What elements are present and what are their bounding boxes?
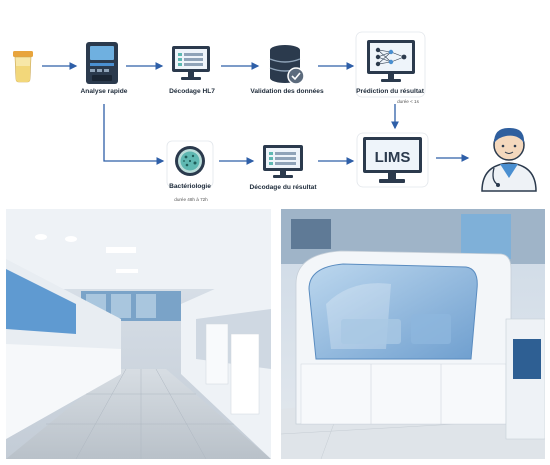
petri-dish-icon xyxy=(175,146,205,176)
workflow-diagram: LIMS xyxy=(13,31,544,192)
neural-network-monitor-icon xyxy=(367,40,415,82)
doctor-icon xyxy=(474,121,544,192)
note-prediction-duration: durée < 1s xyxy=(397,99,419,104)
flow-arrows xyxy=(42,62,470,165)
label-decodage-resultat: Décodage du résultat xyxy=(249,184,317,191)
lims-monitor-icon xyxy=(363,137,422,183)
result-decoding-monitor-icon xyxy=(263,145,303,178)
label-analyse-rapide: Analyse rapide xyxy=(80,88,128,95)
label-validation-donnees: Validation des données xyxy=(250,88,324,95)
prediction-node xyxy=(355,31,426,98)
lab-analyzer-photo xyxy=(281,209,545,459)
lims-screen-label: LIMS xyxy=(375,149,411,166)
lims-node: LIMS xyxy=(356,132,429,188)
database-check-icon xyxy=(269,45,305,85)
urine-sample-tube-icon xyxy=(13,51,33,83)
note-bacterio-duration: durée 48h à 72h xyxy=(174,197,208,202)
label-decodage-hl7: Décodage HL7 xyxy=(169,88,215,95)
bacteriology-node xyxy=(166,140,214,188)
label-prediction-resultat: Prédiction du résultat xyxy=(356,88,424,95)
rapid-analyzer-icon xyxy=(86,42,118,84)
hl7-decoding-monitor-icon xyxy=(172,46,210,80)
label-bacteriologie: Bactériologie xyxy=(169,183,211,190)
arrow-analyse-to-bacterio xyxy=(103,104,165,165)
lab-corridor-photo xyxy=(6,209,271,459)
